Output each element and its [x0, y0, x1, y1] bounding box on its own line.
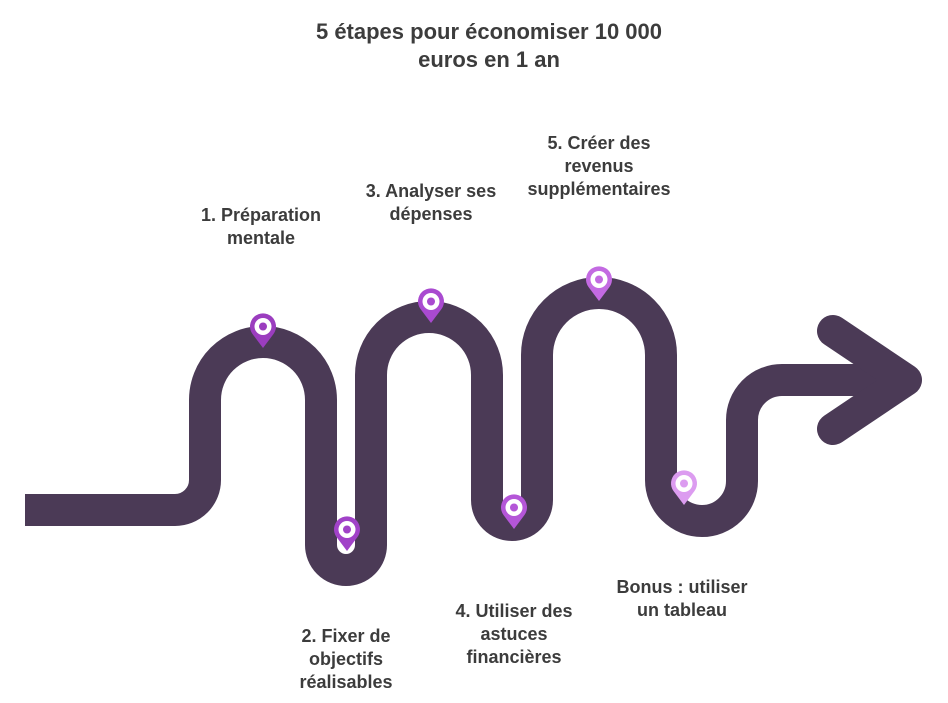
location-pin-icon — [586, 266, 612, 301]
road-arrowhead — [817, 315, 922, 445]
title-line-1: 5 étapes pour économiser 10 000 — [315, 19, 663, 44]
diagram-title: 5 étapes pour économiser 10 000 euros en… — [224, 18, 754, 74]
location-pin-icon — [250, 313, 276, 348]
pin-center-dot — [595, 275, 603, 284]
pin-center-dot — [510, 503, 518, 512]
step-2-label: 2. Fixer de objectifs réalisables — [299, 626, 393, 692]
location-pin-icon — [334, 516, 360, 551]
title-line-2: euros en 1 an — [418, 47, 560, 72]
location-pin-icon — [418, 288, 444, 323]
step-4-label: 4. Utiliser des astuces financières — [455, 601, 573, 667]
step-5-label: 5. Créer des revenus supplémentaires — [527, 133, 671, 199]
pin-center-dot — [427, 297, 435, 306]
step-3-label: 3. Analyser ses dépenses — [365, 181, 497, 224]
pin-center-dot — [680, 479, 688, 488]
pin-center-dot — [343, 525, 351, 534]
pin-center-dot — [259, 322, 267, 331]
location-pin-icon — [501, 494, 527, 529]
location-pin-icon — [671, 470, 697, 505]
step-1-label: 1. Préparation mentale — [200, 205, 322, 248]
bonus-label: Bonus : utiliser un tableau — [616, 577, 748, 620]
winding-road — [25, 277, 900, 586]
